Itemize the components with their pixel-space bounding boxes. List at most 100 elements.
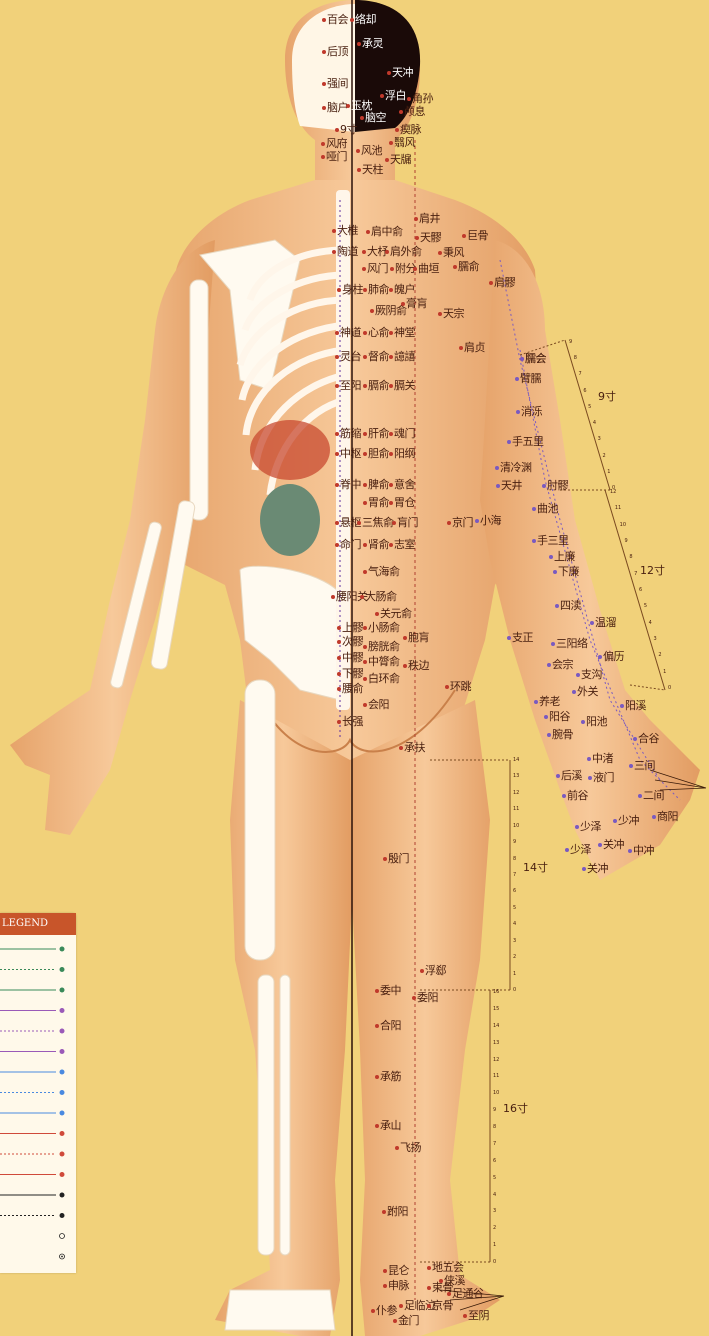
acupoint-marker bbox=[462, 234, 466, 238]
point-label: 委阳 bbox=[417, 992, 438, 1004]
point-label: 长强 bbox=[342, 716, 363, 728]
scale-tick-label: 6 bbox=[493, 1158, 496, 1164]
acupoint-marker bbox=[515, 377, 519, 381]
point-label: 上髎 bbox=[342, 622, 363, 634]
acupoint-marker bbox=[366, 230, 370, 234]
acupoint-marker bbox=[331, 595, 335, 599]
scale-tick-label: 4 bbox=[493, 1192, 496, 1198]
acupoint-marker bbox=[427, 1286, 431, 1290]
scale-tick-label: 5 bbox=[588, 404, 591, 410]
acupoint-marker bbox=[322, 82, 326, 86]
point-label: 天牖 bbox=[390, 154, 411, 166]
acupoint-marker bbox=[407, 97, 411, 101]
acupoint-marker bbox=[389, 432, 393, 436]
acupoint-marker bbox=[453, 265, 457, 269]
acupoint-marker bbox=[395, 1146, 399, 1150]
point-label: 前谷 bbox=[567, 790, 588, 802]
scale-tick-label: 16 bbox=[493, 989, 499, 995]
point-label: 膈俞 bbox=[368, 380, 389, 392]
acupoint-marker bbox=[322, 18, 326, 22]
point-label: 意舍 bbox=[394, 479, 415, 491]
acupoint-marker bbox=[360, 116, 364, 120]
point-label: 风府 bbox=[326, 138, 347, 150]
point-label: 百会 bbox=[327, 14, 348, 26]
point-label: 天髎 bbox=[420, 232, 441, 244]
acupoint-marker bbox=[335, 452, 339, 456]
acupoint-marker bbox=[322, 50, 326, 54]
point-label: 风池 bbox=[361, 145, 382, 157]
acupoint-marker bbox=[598, 843, 602, 847]
scale-tick-label: 13 bbox=[493, 1040, 499, 1046]
point-label: 阳纲 bbox=[394, 448, 415, 460]
acupoint-marker bbox=[385, 158, 389, 162]
acupoint-marker bbox=[335, 543, 339, 547]
acupoint-marker bbox=[346, 104, 350, 108]
acupoint-marker bbox=[363, 452, 367, 456]
scale-tick-label: 11 bbox=[513, 806, 519, 812]
point-label: 京门 bbox=[452, 517, 473, 529]
acupoint-marker bbox=[363, 384, 367, 388]
acupoint-marker bbox=[598, 655, 602, 659]
point-label: 天井 bbox=[501, 480, 522, 492]
point-label: 足通谷 bbox=[452, 1288, 484, 1300]
point-label: 外关 bbox=[577, 686, 598, 698]
acupoint-marker bbox=[357, 521, 361, 525]
acupoint-marker bbox=[389, 355, 393, 359]
point-label: 支正 bbox=[512, 632, 533, 644]
point-label: 命门 bbox=[340, 539, 361, 551]
point-label: 环跳 bbox=[450, 681, 471, 693]
acupoint-marker bbox=[542, 484, 546, 488]
scale-tick-label: 1 bbox=[513, 971, 516, 977]
acupoint-marker bbox=[395, 128, 399, 132]
acupoint-marker bbox=[587, 757, 591, 761]
point-label: 关冲 bbox=[587, 863, 608, 875]
acupoint-marker bbox=[383, 1269, 387, 1273]
scale-label-arm-upper: 9寸 bbox=[598, 388, 616, 404]
scale-tick-label: 9 bbox=[513, 839, 516, 845]
point-label: 后顶 bbox=[327, 46, 348, 58]
scale-tick-label: 4 bbox=[593, 420, 596, 426]
acupoint-marker bbox=[363, 288, 367, 292]
point-label: 后溪 bbox=[561, 770, 582, 782]
legend-marker bbox=[60, 1234, 65, 1239]
acupoint-marker bbox=[356, 149, 360, 153]
acupoint-marker bbox=[335, 432, 339, 436]
acupoint-marker bbox=[337, 626, 341, 630]
acupoint-marker bbox=[321, 142, 325, 146]
acupoint-marker bbox=[371, 1309, 375, 1313]
point-label: 消泺 bbox=[521, 406, 542, 418]
point-label: 关冲 bbox=[603, 839, 624, 851]
point-label: 会宗 bbox=[552, 659, 573, 671]
acupoint-marker bbox=[439, 1279, 443, 1283]
acupoint-marker bbox=[389, 543, 393, 547]
acupoint-marker bbox=[321, 155, 325, 159]
point-label: 身柱 bbox=[342, 284, 363, 296]
scale-tick-label: 2 bbox=[602, 453, 605, 459]
acupoint-marker bbox=[363, 483, 367, 487]
point-label: 手三里 bbox=[537, 535, 569, 547]
acupoint-marker bbox=[350, 18, 354, 22]
point-label: 魄户 bbox=[394, 284, 415, 296]
scale-tick-label: 8 bbox=[629, 554, 632, 560]
acupoint-marker bbox=[415, 236, 419, 240]
acupoint-marker bbox=[532, 507, 536, 511]
acupoint-marker bbox=[438, 251, 442, 255]
acupoint-marker bbox=[335, 521, 339, 525]
legend-title: LEGEND bbox=[0, 913, 76, 935]
acupoint-marker bbox=[363, 543, 367, 547]
acupoint-marker bbox=[399, 746, 403, 750]
point-label: 瘈脉 bbox=[400, 124, 421, 136]
acupoint-marker bbox=[463, 1314, 467, 1318]
scale-tick-label: 5 bbox=[644, 603, 647, 609]
acupoint-marker bbox=[555, 604, 559, 608]
acupoint-marker bbox=[534, 700, 538, 704]
acupoint-marker bbox=[389, 501, 393, 505]
legend-marker bbox=[60, 1070, 65, 1075]
point-label: 四渎 bbox=[560, 600, 581, 612]
point-label: 三焦俞 bbox=[362, 517, 394, 529]
point-label: 商阳 bbox=[657, 811, 678, 823]
scale-tick-label: 2 bbox=[658, 652, 661, 658]
point-label: 合谷 bbox=[638, 733, 659, 745]
acupoint-marker bbox=[553, 570, 557, 574]
acupoint-marker bbox=[565, 848, 569, 852]
